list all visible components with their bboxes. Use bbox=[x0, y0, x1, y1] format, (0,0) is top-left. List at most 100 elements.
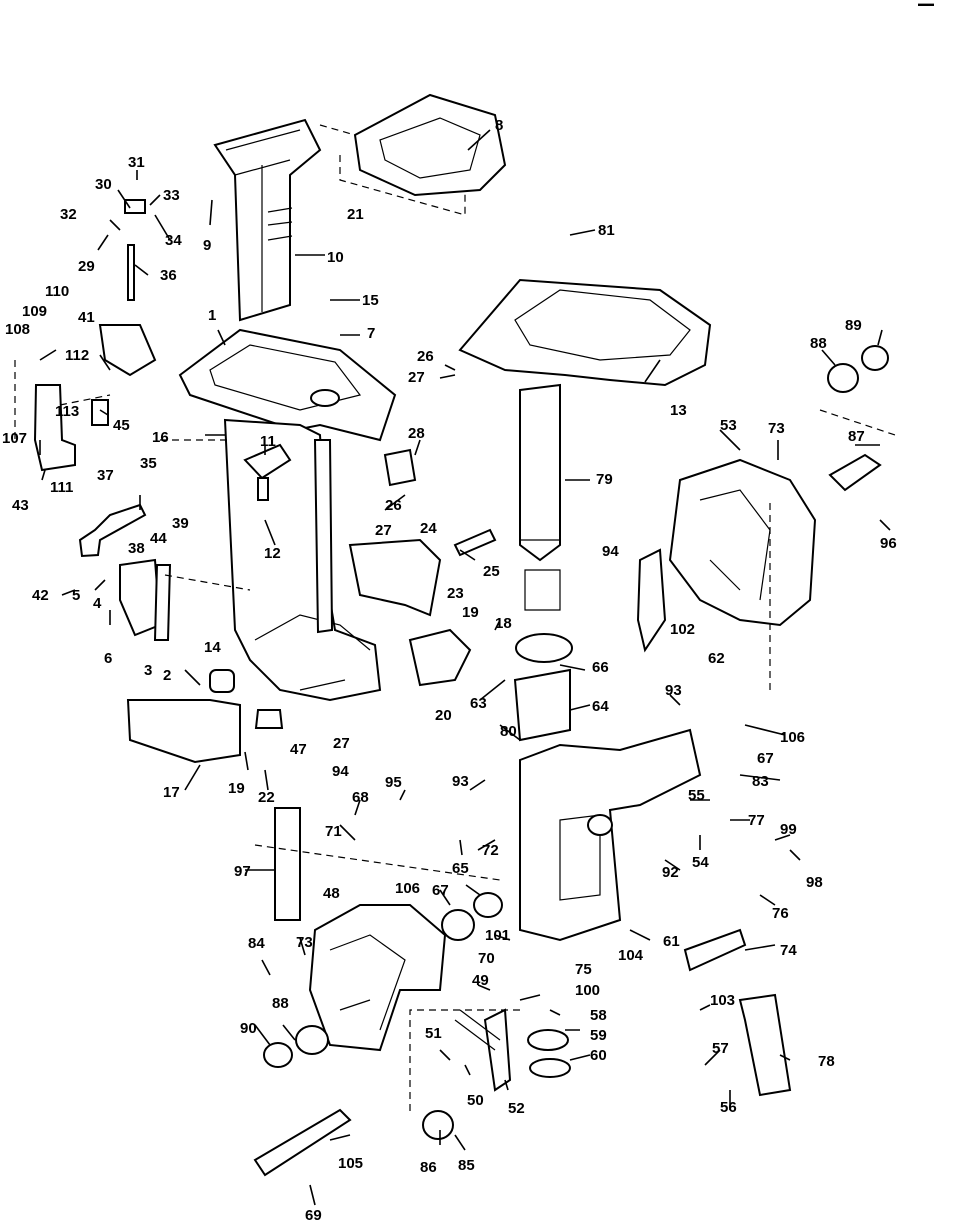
callout-48: 48 bbox=[323, 885, 340, 902]
callout-108: 108 bbox=[5, 321, 30, 338]
callout-42: 42 bbox=[32, 587, 49, 604]
callout-106b: 106 bbox=[395, 880, 420, 897]
left-clamp-bracket bbox=[253, 807, 792, 1177]
callout-59: 59 bbox=[590, 1027, 607, 1044]
swivel-bracket bbox=[458, 278, 712, 611]
callout-79: 79 bbox=[596, 471, 613, 488]
callout-103: 103 bbox=[710, 992, 735, 1009]
callout-21: 21 bbox=[347, 206, 364, 223]
callout-62: 62 bbox=[708, 650, 725, 667]
callout-27c: 27 bbox=[333, 735, 350, 752]
callout-73a: 73 bbox=[768, 420, 785, 437]
callout-78: 78 bbox=[818, 1053, 835, 1070]
callout-20: 20 bbox=[435, 707, 452, 724]
callout-88b: 88 bbox=[272, 995, 289, 1012]
stern-bracket bbox=[513, 633, 702, 942]
callout-107: 107 bbox=[2, 430, 27, 447]
callout-18: 18 bbox=[495, 615, 512, 632]
callout-77: 77 bbox=[748, 812, 765, 829]
callout-76: 76 bbox=[772, 905, 789, 922]
callout-32: 32 bbox=[60, 206, 77, 223]
callout-33: 33 bbox=[163, 187, 180, 204]
callout-47: 47 bbox=[290, 741, 307, 758]
callout-70: 70 bbox=[478, 950, 495, 967]
callout-5: 5 bbox=[72, 587, 80, 604]
callout-98: 98 bbox=[806, 874, 823, 891]
callout-54: 54 bbox=[692, 854, 709, 871]
callout-56: 56 bbox=[720, 1099, 737, 1116]
callout-9: 9 bbox=[203, 237, 211, 254]
callout-75: 75 bbox=[575, 961, 592, 978]
callout-71: 71 bbox=[325, 823, 342, 840]
callout-90: 90 bbox=[240, 1020, 257, 1037]
callout-13: 13 bbox=[670, 402, 687, 419]
callout-102: 102 bbox=[670, 621, 695, 638]
callout-12: 12 bbox=[264, 545, 281, 562]
callout-53: 53 bbox=[720, 417, 737, 434]
callout-2: 2 bbox=[163, 667, 171, 684]
callout-28: 28 bbox=[408, 425, 425, 442]
callout-34: 34 bbox=[165, 232, 182, 249]
callout-10: 10 bbox=[327, 249, 344, 266]
callout-19a: 19 bbox=[462, 604, 479, 621]
callout-61: 61 bbox=[663, 933, 680, 950]
gasket bbox=[319, 93, 507, 216]
callout-22: 22 bbox=[258, 789, 275, 806]
callout-8: 8 bbox=[495, 117, 503, 134]
callout-69: 69 bbox=[305, 1207, 322, 1220]
callout-3: 3 bbox=[144, 662, 152, 679]
callout-16: 16 bbox=[152, 429, 169, 446]
callout-96: 96 bbox=[880, 535, 897, 552]
callout-35: 35 bbox=[140, 455, 157, 472]
adapter-plate bbox=[178, 328, 397, 442]
callout-19b: 19 bbox=[228, 780, 245, 797]
callout-87: 87 bbox=[848, 428, 865, 445]
callout-110: 110 bbox=[45, 283, 69, 300]
callout-104: 104 bbox=[618, 947, 644, 964]
callout-85: 85 bbox=[458, 1157, 475, 1174]
callout-63: 63 bbox=[470, 695, 487, 712]
callout-41: 41 bbox=[78, 309, 95, 326]
exhaust-housing bbox=[213, 118, 322, 322]
callout-106a: 106 bbox=[780, 729, 805, 746]
callout-109: 109 bbox=[22, 303, 47, 320]
callout-93b: 93 bbox=[452, 773, 469, 790]
callout-72: 72 bbox=[482, 842, 499, 859]
callout-67b: 67 bbox=[432, 882, 449, 899]
callout-4: 4 bbox=[93, 595, 102, 612]
callout-43: 43 bbox=[12, 497, 29, 514]
callout-67a: 67 bbox=[757, 750, 774, 767]
callout-37: 37 bbox=[97, 467, 114, 484]
callout-80: 80 bbox=[500, 723, 517, 740]
callout-99: 99 bbox=[780, 821, 797, 838]
leader-lines bbox=[39, 129, 891, 1206]
callout-38: 38 bbox=[128, 540, 145, 557]
callout-60: 60 bbox=[590, 1047, 607, 1064]
callout-52: 52 bbox=[508, 1100, 525, 1117]
callout-45: 45 bbox=[113, 417, 130, 434]
callout-24: 24 bbox=[420, 520, 437, 537]
callout-74: 74 bbox=[780, 942, 797, 959]
callout-49: 49 bbox=[472, 972, 489, 989]
callout-68: 68 bbox=[352, 789, 369, 806]
callout-64: 64 bbox=[592, 698, 609, 715]
center-small-parts bbox=[243, 443, 497, 687]
callout-86: 86 bbox=[420, 1159, 437, 1176]
callout-23: 23 bbox=[447, 585, 464, 602]
callout-58: 58 bbox=[590, 1007, 607, 1024]
callout-94a: 94 bbox=[602, 543, 619, 560]
callout-57: 57 bbox=[712, 1040, 729, 1057]
callout-73b: 73 bbox=[296, 934, 313, 951]
callout-81: 81 bbox=[598, 222, 615, 239]
callout-29: 29 bbox=[78, 258, 95, 275]
callout-36: 36 bbox=[160, 267, 177, 284]
callout-27b: 27 bbox=[375, 522, 392, 539]
callout-65: 65 bbox=[452, 860, 469, 877]
callout-112: 112 bbox=[65, 347, 89, 364]
callout-50: 50 bbox=[467, 1092, 484, 1109]
callout-25: 25 bbox=[483, 563, 500, 580]
callout-51: 51 bbox=[425, 1025, 442, 1042]
callout-113: 113 bbox=[55, 403, 79, 420]
callout-88a: 88 bbox=[810, 335, 827, 352]
